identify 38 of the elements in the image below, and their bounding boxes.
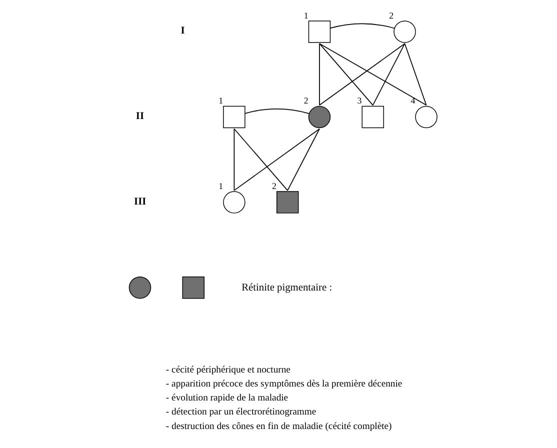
connector bbox=[234, 128, 288, 191]
connector bbox=[319, 43, 374, 106]
connector bbox=[319, 43, 427, 106]
node-label: 2 bbox=[389, 10, 394, 20]
node-circle bbox=[308, 106, 331, 128]
node-label: 1 bbox=[218, 96, 224, 106]
label: - apparition précoce des symptômes dès la première décennie bbox=[166, 378, 402, 390]
connector bbox=[372, 43, 406, 106]
connector bbox=[234, 128, 320, 191]
node-label: 1 bbox=[218, 181, 224, 192]
connector bbox=[234, 128, 235, 191]
label: - détection par un électrorétinogramme bbox=[166, 406, 316, 418]
node-label: 1 bbox=[304, 10, 308, 20]
node-circle bbox=[223, 191, 246, 214]
label: - cécité périphérique et nocturne bbox=[166, 364, 290, 376]
label: II bbox=[136, 111, 144, 122]
connector bbox=[330, 23, 395, 29]
node-label: 3 bbox=[357, 96, 362, 106]
node-box bbox=[223, 106, 246, 128]
label: I bbox=[180, 26, 185, 37]
node-box bbox=[362, 106, 384, 128]
node-circle bbox=[394, 20, 416, 43]
connector bbox=[404, 43, 427, 106]
node-circle bbox=[128, 276, 152, 299]
label: - évolution rapide de la maladie bbox=[166, 392, 288, 404]
connector bbox=[244, 108, 310, 114]
node-box bbox=[182, 276, 205, 299]
node-label: 2 bbox=[272, 181, 276, 192]
connector bbox=[319, 43, 406, 106]
connector bbox=[319, 43, 320, 106]
node-label: 2 bbox=[304, 96, 308, 106]
node-circle bbox=[415, 106, 438, 128]
node-box bbox=[276, 191, 299, 214]
connector bbox=[287, 128, 320, 191]
label: - destruction des cônes en fin de maladie (cécité complète) bbox=[166, 420, 392, 432]
node-box bbox=[308, 20, 331, 43]
label: III bbox=[134, 196, 146, 208]
legend-label: Rétinite pigmentaire : bbox=[242, 282, 332, 294]
